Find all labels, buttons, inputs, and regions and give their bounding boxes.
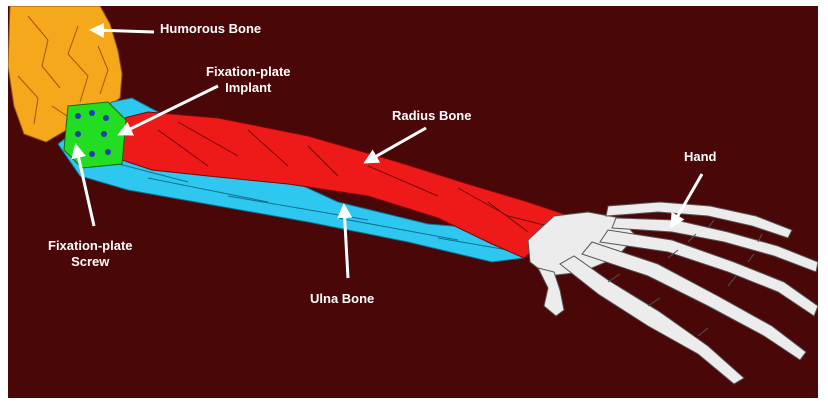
- humerus-label: Humorous Bone: [160, 21, 261, 37]
- hand-bones: [528, 202, 818, 384]
- plate-implant-label-line2: Implant: [206, 80, 291, 96]
- forearm-model: [8, 6, 818, 398]
- plate-implant-label-line1: Fixation-plate: [206, 64, 291, 80]
- hand-label: Hand: [684, 149, 717, 165]
- humerus-arrow: [92, 30, 154, 32]
- radius-arrow: [366, 128, 426, 162]
- plate-implant-label: Fixation-plate Implant: [206, 64, 291, 96]
- fixation-plate-implant: [64, 102, 126, 168]
- plate-screw-label-line2: Screw: [48, 254, 133, 270]
- plate-screw-label: Fixation-plate Screw: [48, 238, 133, 270]
- hand-arrow: [672, 174, 702, 226]
- ulna-label: Ulna Bone: [310, 291, 374, 307]
- thumb: [538, 268, 564, 316]
- plate-screw-label-line1: Fixation-plate: [48, 238, 133, 254]
- radius-label: Radius Bone: [392, 108, 471, 124]
- forearm-diagram: Humorous Bone Fixation-plate Implant Rad…: [8, 6, 818, 398]
